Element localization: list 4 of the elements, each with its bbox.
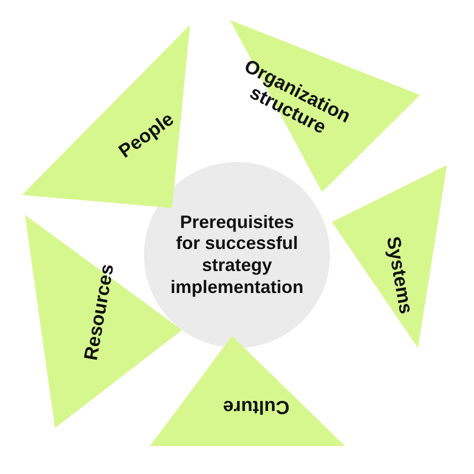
segment-label: Resources	[81, 262, 119, 362]
segment-label: Culture	[222, 394, 289, 416]
segment-label: Systems	[381, 234, 416, 316]
center-title: Prerequisites for successful strategy implementation	[169, 212, 304, 298]
